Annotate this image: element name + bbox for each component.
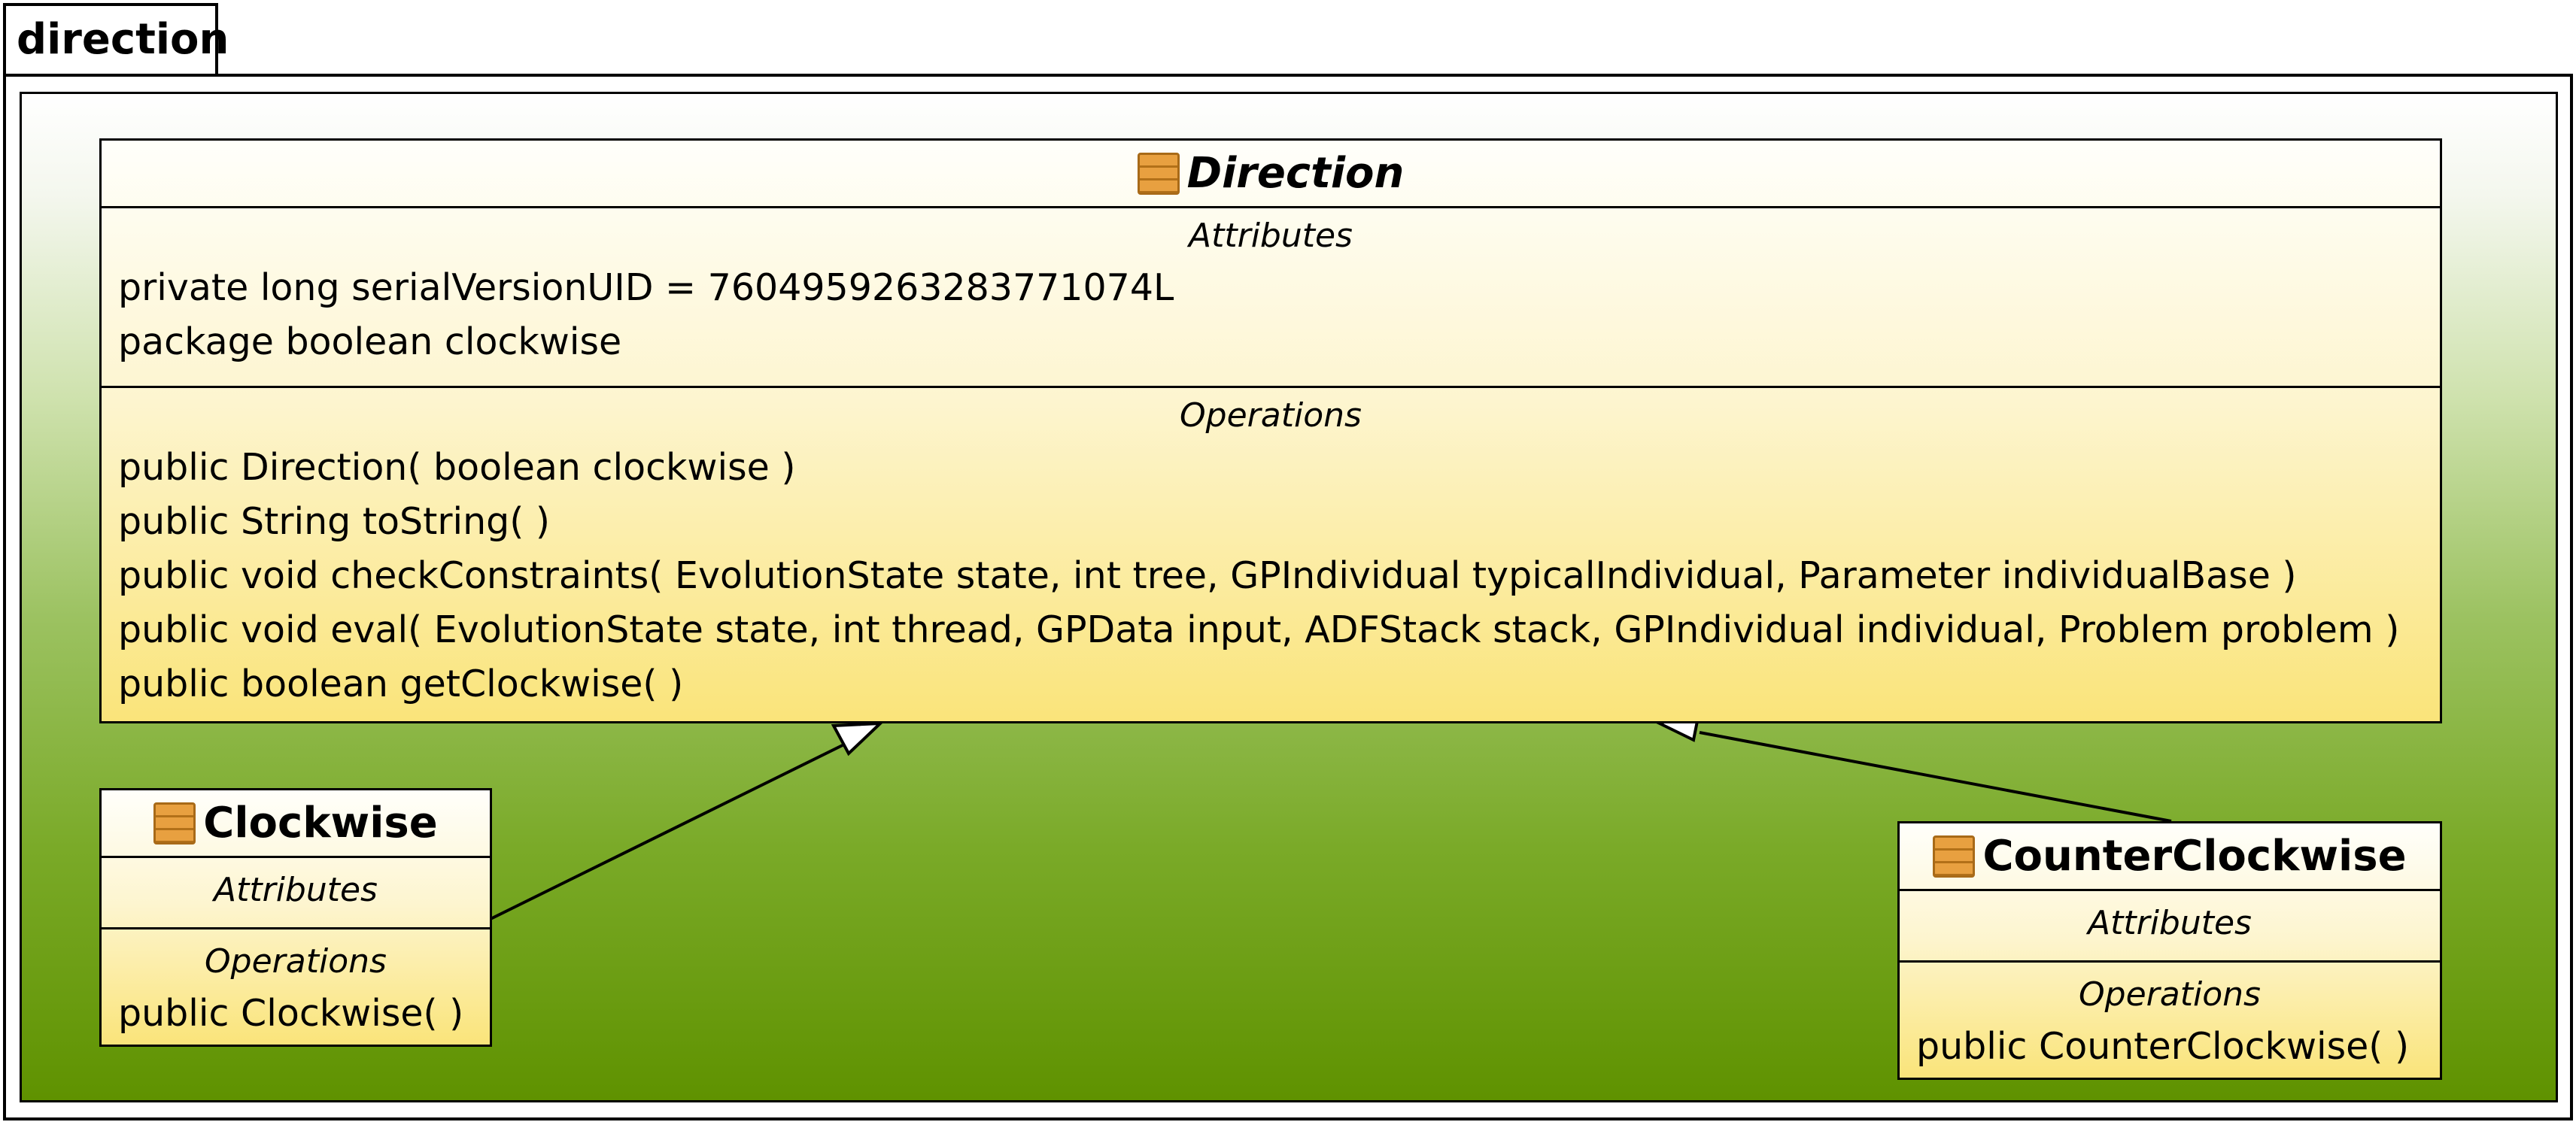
attributes-title: Attributes <box>214 871 378 909</box>
class-direction[interactable]: Direction Attributes private long serial… <box>99 138 2442 723</box>
operation-row: public Clockwise( ) <box>118 992 464 1035</box>
operations-section: Operations public Direction( boolean clo… <box>102 386 2440 711</box>
attribute-row: package boolean clockwise <box>118 320 622 363</box>
attribute-row: private long serialVersionUID = 76049592… <box>118 266 1174 309</box>
package-tab: direction <box>3 3 229 74</box>
attributes-title: Attributes <box>1189 217 1353 255</box>
operations-section: Operations public CounterClockwise( ) <box>1900 960 2440 1074</box>
operation-row: public Direction( boolean clockwise ) <box>118 446 796 489</box>
operations-title: Operations <box>1180 396 1362 435</box>
class-header: CounterClockwise <box>1900 823 2440 891</box>
class-icon <box>153 802 196 845</box>
class-icon <box>1137 152 1180 195</box>
operation-row: public String toString( ) <box>118 500 551 543</box>
class-clockwise[interactable]: Clockwise Attributes Operations public C… <box>99 788 492 1047</box>
attributes-section: Attributes <box>1900 891 2440 960</box>
class-name: CounterClockwise <box>1982 832 2407 881</box>
operations-section: Operations public Clockwise( ) <box>102 927 490 1041</box>
class-icon <box>1933 835 1976 878</box>
attributes-section: Attributes private long serialVersionUID… <box>102 208 2440 386</box>
class-name: Direction <box>1186 149 1405 198</box>
operation-row: public void checkConstraints( EvolutionS… <box>118 554 2297 597</box>
operations-title: Operations <box>2079 975 2261 1014</box>
class-name: Clockwise <box>203 799 438 848</box>
attributes-title: Attributes <box>2088 904 2252 942</box>
class-header: Clockwise <box>102 790 490 858</box>
class-counterclockwise[interactable]: CounterClockwise Attributes Operations p… <box>1897 821 2442 1080</box>
package-name: direction <box>17 15 229 64</box>
class-header: Direction <box>102 141 2440 208</box>
operation-row: public CounterClockwise( ) <box>1916 1025 2410 1068</box>
operation-row: public boolean getClockwise( ) <box>118 663 684 705</box>
attributes-section: Attributes <box>102 858 490 927</box>
operations-title: Operations <box>205 942 387 981</box>
operation-row: public void eval( EvolutionState state, … <box>118 608 2400 651</box>
